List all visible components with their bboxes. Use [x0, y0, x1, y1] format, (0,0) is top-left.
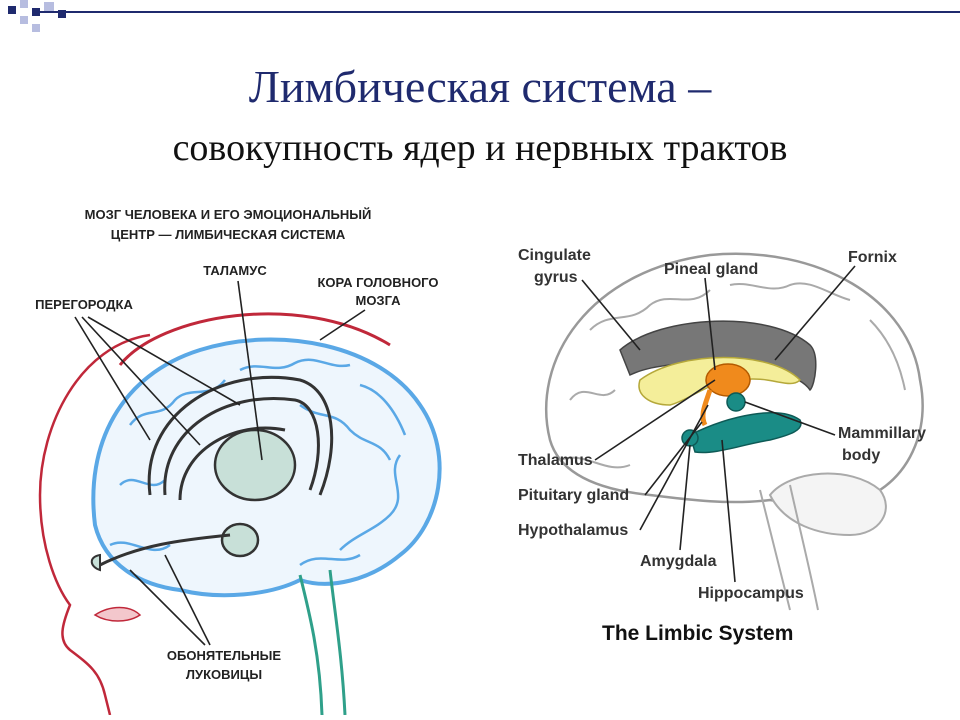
head-profile [38, 333, 151, 715]
label-pineal: Pineal gland [664, 261, 758, 278]
label-cortex-line1: КОРА ГОЛОВНОГО [318, 275, 439, 290]
pituitary-stalk [700, 389, 713, 427]
deco-square [20, 16, 28, 24]
label-amygdala: Amygdala [640, 553, 717, 570]
figure-caption: The Limbic System [602, 622, 793, 645]
cerebellum [768, 472, 887, 537]
spinal-cord [298, 569, 347, 715]
label-hypothalamus: Hypothalamus [518, 522, 628, 539]
olfactory-tract [99, 533, 231, 567]
label-cingulate-line2: gyrus [534, 269, 578, 286]
slide-decoration [8, 0, 960, 32]
label-cortex-line2: МОЗГА [355, 293, 401, 308]
label-septum: ПЕРЕГОРОДКА [35, 297, 133, 312]
label-hippocampus: Hippocampus [698, 585, 804, 602]
label-olfactory-bulbs-line1: ОБОНЯТЕЛЬНЫЕ [167, 648, 281, 663]
cortex-gyri [109, 358, 407, 567]
thalamus-shape [705, 363, 751, 397]
right-limbic-figure: Cingulate gyrus Pineal gland Fornix Mamm… [490, 230, 950, 660]
deco-square [44, 2, 54, 12]
label-cingulate-line1: Cingulate [518, 247, 591, 264]
deco-square [58, 10, 66, 18]
limbic-structures [147, 375, 334, 501]
label-mammillary-line2: body [842, 447, 880, 464]
label-pituitary: Pituitary gland [518, 487, 629, 504]
left-brain-figure: МОЗГ ЧЕЛОВЕКА И ЕГО ЭМОЦИОНАЛЬНЫЙ ЦЕНТР … [0, 195, 470, 715]
slide-title: Лимбическая система – [248, 61, 712, 112]
label-thalamus: Thalamus [518, 452, 593, 469]
thalamus-shape [213, 428, 297, 502]
figure-heading-line2: ЦЕНТР — ЛИМБИЧЕСКАЯ СИСТЕМА [111, 227, 346, 242]
mammillary-shape [726, 392, 746, 412]
deco-square [32, 8, 40, 16]
label-fornix: Fornix [848, 249, 897, 266]
label-mammillary-line1: Mammillary [838, 425, 926, 442]
leader-lines [74, 280, 366, 646]
leader-lines [581, 265, 856, 583]
deco-square [20, 0, 28, 8]
label-olfactory-bulbs-line2: ЛУКОВИЦЫ [186, 667, 262, 682]
label-thalamus: ТАЛАМУС [203, 263, 267, 278]
deco-square [8, 6, 16, 14]
eye [93, 606, 142, 622]
brain-stem [759, 484, 819, 611]
slide-subtitle: совокупность ядер и нервных трактов [172, 127, 788, 169]
olfactory-bulb [90, 553, 101, 572]
amygdala-shape [220, 522, 260, 558]
figure-heading-line1: МОЗГ ЧЕЛОВЕКА И ЕГО ЭМОЦИОНАЛЬНЫЙ [85, 207, 372, 222]
deco-square [32, 24, 40, 32]
